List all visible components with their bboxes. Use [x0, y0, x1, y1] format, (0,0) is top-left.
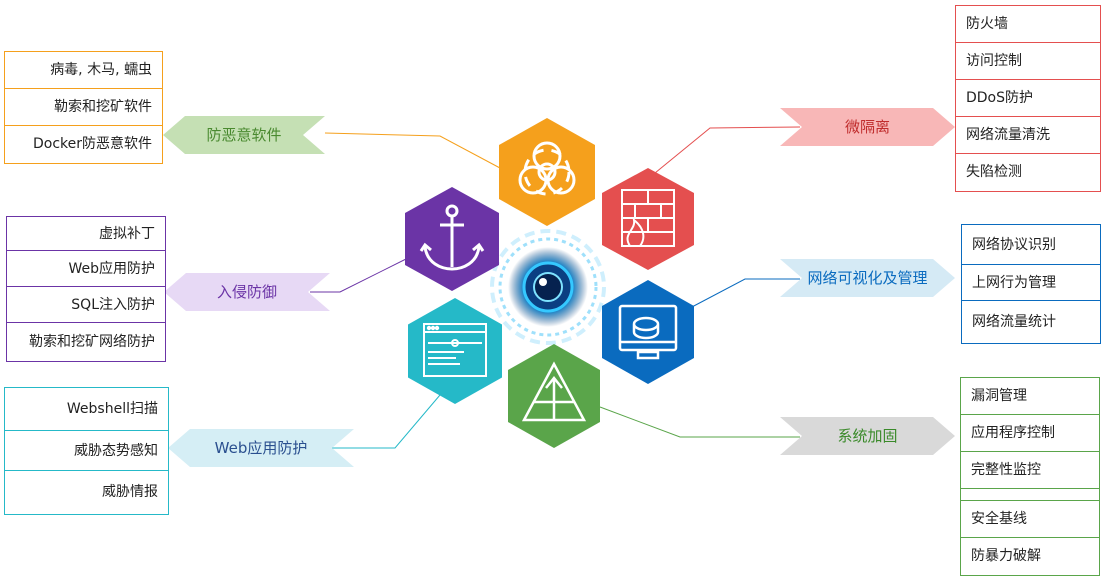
list-item: 网络协议识别: [962, 225, 1100, 265]
list-item: DDoS防护: [956, 80, 1100, 117]
list-item: Docker防恶意软件: [32, 136, 152, 152]
hex-web-protect: [408, 298, 502, 404]
monitor-chart-icon: [618, 304, 678, 360]
list-item: 勒索和挖矿软件: [5, 89, 162, 126]
connector-hardening: [599, 406, 800, 438]
list-item: Webshell扫描: [5, 388, 168, 431]
biohazard-icon: [518, 141, 576, 196]
list-net-visibility: 网络协议识别 上网行为管理 网络流量统计: [961, 224, 1101, 344]
banner-intrusion: 入侵防御: [164, 273, 330, 311]
list-anti-malware: 病毒, 木马, 蠕虫 勒索和挖矿软件 Docker防恶意软件: [4, 51, 163, 164]
list-item: 防暴力破解: [971, 548, 1041, 564]
list-item: 应用程序控制: [961, 415, 1099, 452]
list-item: 完整性监控: [961, 452, 1099, 489]
banner-anti-malware: 防恶意软件: [163, 116, 325, 154]
list-hardening: 漏洞管理 应用程序控制 完整性监控 安全基线 防暴力破解: [960, 377, 1100, 576]
anchor-icon: [419, 204, 485, 271]
list-item: 访问控制: [956, 43, 1100, 80]
list-item: 上网行为管理: [962, 265, 1100, 301]
list-item: Web应用防护: [7, 251, 165, 287]
center-eye-graphic: [490, 229, 606, 345]
connector-web-protect: [330, 394, 441, 449]
firewall-icon: [621, 189, 675, 247]
banner-net-visibility: 网络可视化及管理: [780, 259, 955, 297]
list-item: 安全基线: [961, 501, 1099, 538]
hex-net-visibility: [602, 280, 694, 384]
list-item: 虚拟补丁: [7, 217, 165, 251]
banner-hardening: 系统加固: [780, 417, 955, 455]
list-item: 勒索和挖矿网络防护: [29, 334, 155, 350]
list-item: 威胁情报: [102, 484, 158, 500]
hex-anti-malware: [499, 118, 595, 226]
hex-intrusion: [405, 187, 499, 291]
list-item: 病毒, 木马, 蠕虫: [5, 52, 162, 89]
hex-micro-seg: [602, 168, 694, 270]
list-spacer: [961, 489, 1099, 501]
list-item: 防火墙: [956, 6, 1100, 43]
browser-window-icon: [423, 323, 487, 377]
banner-micro-seg: 微隔离: [780, 108, 955, 146]
list-item: 网络流量清洗: [956, 117, 1100, 154]
hex-hardening: [508, 344, 600, 448]
list-intrusion: 虚拟补丁 Web应用防护 SQL注入防护 勒索和挖矿网络防护: [6, 216, 166, 362]
list-web-protect: Webshell扫描 威胁态势感知 威胁情报: [4, 387, 169, 515]
list-item: SQL注入防护: [7, 287, 165, 323]
connector-intrusion: [310, 256, 411, 293]
pyramid-icon: [521, 361, 587, 422]
list-item: 威胁态势感知: [5, 431, 168, 471]
connector-net-visibility: [689, 278, 800, 309]
list-item: 漏洞管理: [961, 378, 1099, 415]
list-micro-seg: 防火墙 访问控制 DDoS防护 网络流量清洗 失陷检测: [955, 5, 1101, 192]
list-item: 网络流量统计: [972, 314, 1056, 330]
connector-micro-seg: [654, 126, 801, 174]
connector-anti-malware: [324, 132, 501, 169]
list-item: 失陷检测: [966, 164, 1022, 180]
banner-web-protect: Web应用防护: [168, 429, 354, 467]
